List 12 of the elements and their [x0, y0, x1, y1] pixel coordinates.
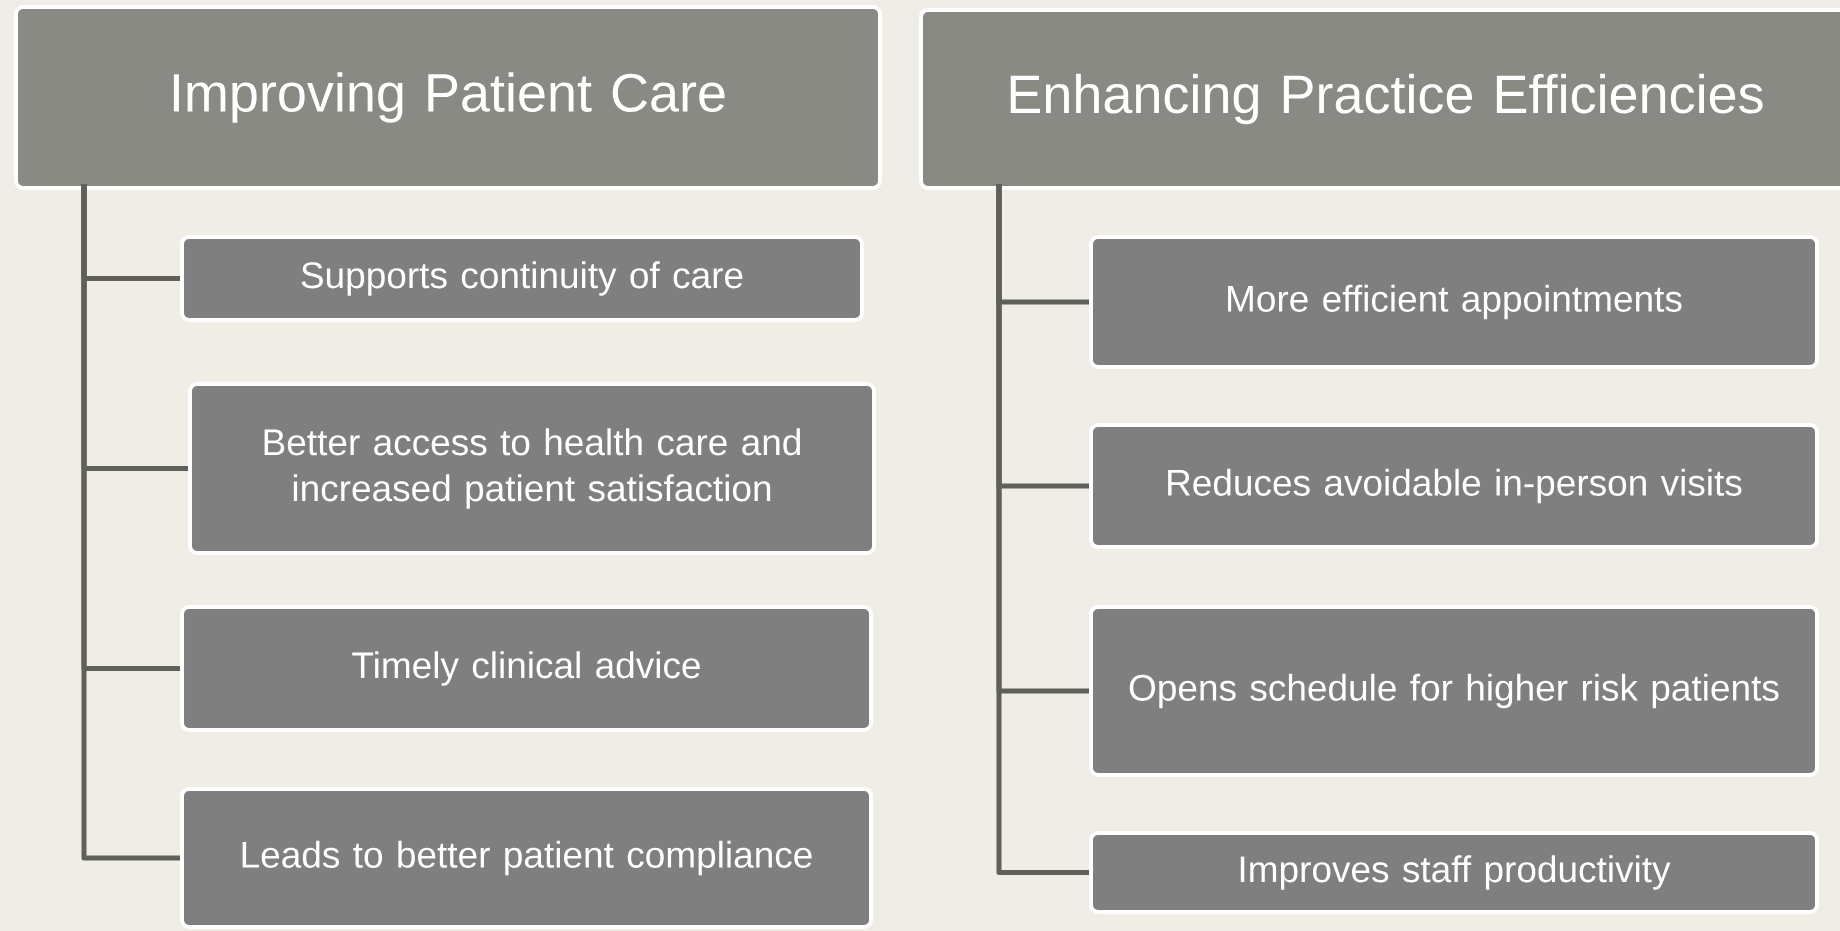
item-box: Leads to better patient compliance	[180, 787, 873, 929]
item-box: Reduces avoidable in-person visits	[1089, 423, 1819, 549]
item-box: Supports continuity of care	[180, 235, 864, 322]
heading-box: Enhancing Practice Efficiencies	[919, 8, 1840, 190]
connector-line	[996, 184, 1089, 875]
heading-box: Improving Patient Care	[14, 5, 882, 190]
item-box: Improves staff productivity	[1089, 831, 1819, 914]
connector-line	[81, 184, 180, 861]
item-box: Timely clinical advice	[180, 605, 873, 732]
item-box: More efficient appointments	[1089, 235, 1819, 369]
item-box: Better access to health care and increased patient satisfaction	[188, 382, 876, 555]
item-box: Opens schedule for higher risk patients	[1089, 605, 1819, 777]
